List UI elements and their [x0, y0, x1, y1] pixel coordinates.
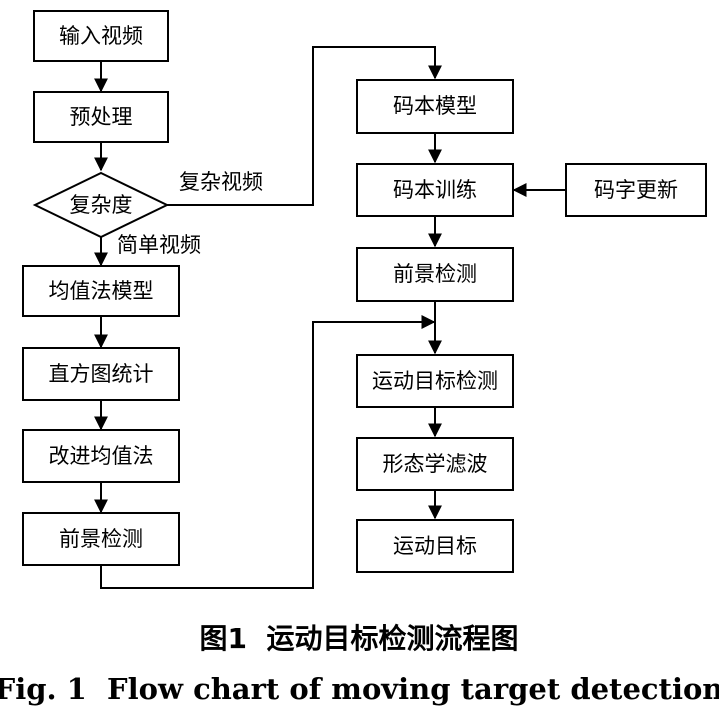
node-foreground-right-label: 前景检测	[393, 262, 477, 286]
node-moving-target: 运动目标	[356, 519, 514, 573]
node-codebook-train: 码本训练	[356, 163, 514, 217]
node-histogram-label: 直方图统计	[49, 362, 154, 386]
node-complexity-label: 复杂度	[70, 193, 133, 217]
node-improved-mean: 改进均值法	[22, 429, 180, 483]
node-input-video: 输入视频	[33, 10, 169, 62]
caption-english: Fig. 1 Flow chart of moving target detec…	[0, 672, 719, 706]
node-codebook-train-label: 码本训练	[393, 178, 477, 202]
edge-complex-to-codebook	[167, 46, 442, 206]
edge-foreground-left-to-merge	[100, 321, 435, 589]
node-codeword-update-label: 码字更新	[594, 178, 678, 202]
node-histogram: 直方图统计	[22, 347, 180, 401]
node-morph-filter: 形态学滤波	[356, 437, 514, 491]
node-foreground-left: 前景检测	[22, 512, 180, 566]
node-codebook-model-label: 码本模型	[393, 94, 477, 118]
node-preprocess-label: 预处理	[70, 105, 133, 129]
node-improved-mean-label: 改进均值法	[49, 444, 154, 468]
node-moving-detect-label: 运动目标检测	[372, 369, 498, 393]
node-morph-filter-label: 形态学滤波	[383, 452, 488, 476]
node-codebook-model: 码本模型	[356, 79, 514, 134]
node-foreground-right: 前景检测	[356, 247, 514, 302]
node-foreground-left-label: 前景检测	[59, 527, 143, 551]
node-moving-target-label: 运动目标	[393, 534, 477, 558]
node-codeword-update: 码字更新	[565, 163, 707, 217]
branch-label-complex: 复杂视频	[179, 170, 263, 194]
node-mean-model-label: 均值法模型	[49, 279, 154, 303]
node-mean-model: 均值法模型	[22, 265, 180, 317]
branch-label-simple: 简单视频	[117, 233, 201, 257]
node-preprocess: 预处理	[33, 91, 169, 143]
caption-chinese: 图1 运动目标检测流程图	[200, 622, 519, 655]
node-complexity-decision: 复杂度	[32, 171, 170, 239]
node-input-video-label: 输入视频	[59, 24, 143, 48]
node-moving-detect: 运动目标检测	[356, 354, 514, 408]
